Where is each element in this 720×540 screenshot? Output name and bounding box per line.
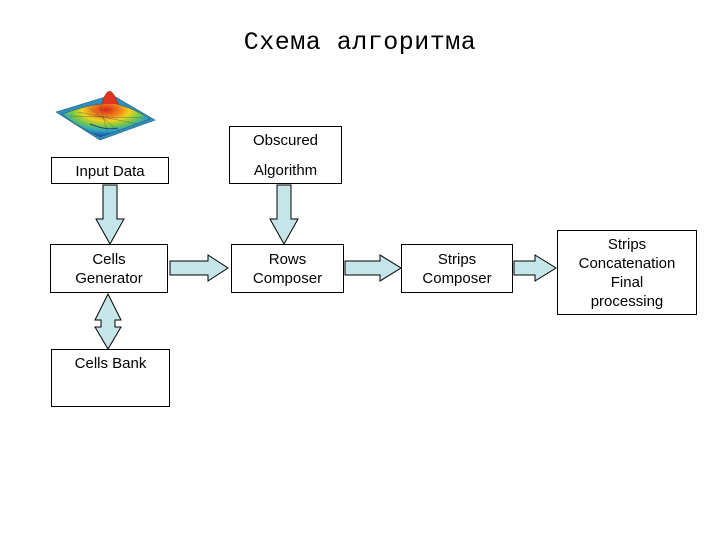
arrow-generator-to-rows [169, 254, 229, 282]
rows-composer-box: Rows Composer [231, 244, 344, 293]
rows-composer-label: Rows Composer [252, 251, 323, 287]
cells-bank-label: Cells Bank [74, 355, 147, 372]
diagram-title: Схема алгоритма [243, 28, 477, 57]
arrow-strips-to-concatenation [513, 254, 557, 282]
arrow-generator-bank-bidirectional [94, 292, 122, 350]
input-data-box: Input Data [51, 157, 169, 184]
arrow-rows-to-strips [344, 254, 402, 282]
strips-composer-box: Strips Composer [401, 244, 513, 293]
strips-concatenation-label: Strips Concatenation Final processing [578, 236, 676, 310]
strips-composer-label: Strips Composer [422, 251, 492, 287]
arrow-algorithm-to-rows [269, 184, 299, 246]
cells-bank-box: Cells Bank [51, 349, 170, 407]
obscured-algorithm-box: Obscured Algorithm [229, 126, 342, 184]
cells-generator-label: Cells Generator [75, 251, 143, 287]
obscured-label: Obscured [252, 132, 319, 149]
input-data-label: Input Data [75, 163, 145, 180]
algorithm-label: Algorithm [253, 162, 318, 179]
strips-concatenation-box: Strips Concatenation Final processing [557, 230, 697, 315]
arrow-input-to-generator [95, 184, 125, 246]
surface-plot-icon [55, 91, 156, 141]
cells-generator-box: Cells Generator [50, 244, 168, 293]
